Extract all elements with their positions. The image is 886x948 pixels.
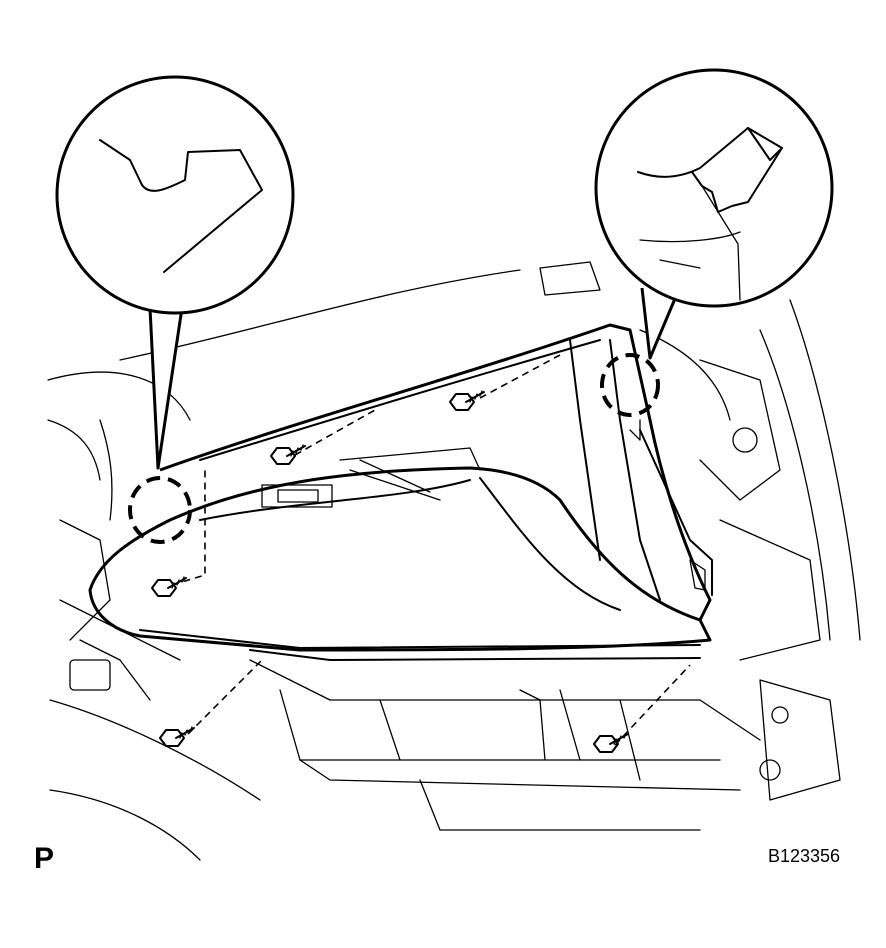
- view-code-label: P: [34, 842, 55, 875]
- background-dashboard-structure: [47, 261, 861, 861]
- upper-panel-frame: [159, 323, 713, 621]
- lower-panel-cover: [88, 466, 712, 661]
- screw-icon: [159, 726, 195, 747]
- figure-id-label: B123356: [768, 846, 841, 866]
- screw-icon: [270, 444, 306, 465]
- screw-icon: [593, 732, 629, 753]
- left-clip-location-marker: [128, 476, 192, 544]
- screw-icon: [151, 576, 187, 597]
- screw-leader-lines: [171, 354, 691, 746]
- screw-icon: [449, 390, 485, 411]
- clip-detail-magnifier-icon: [55, 75, 295, 470]
- clip-detail-magnifier-icon: [594, 68, 834, 360]
- right-clip-location-marker: [600, 353, 660, 417]
